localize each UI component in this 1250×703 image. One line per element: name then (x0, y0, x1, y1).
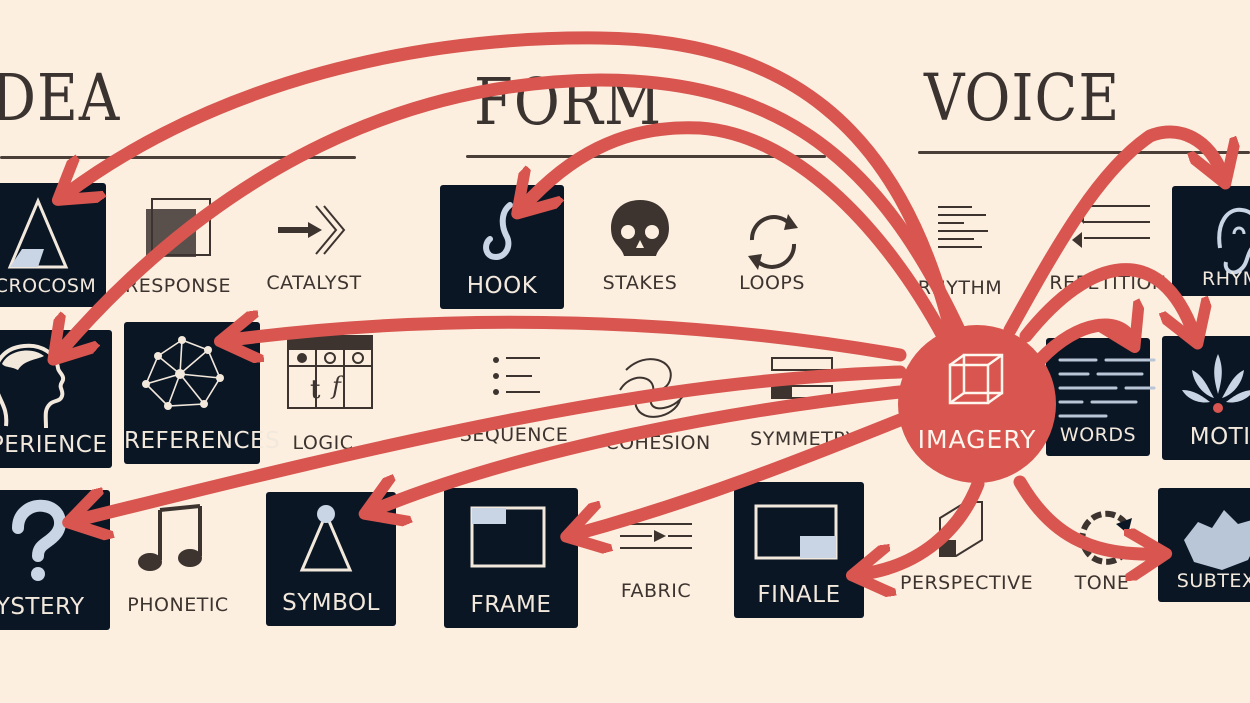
hub-label: IMAGERY (917, 425, 1037, 454)
fleur-icon (1182, 354, 1250, 413)
head-profile-icon (0, 343, 66, 429)
node-label: RHYTHM (917, 277, 1003, 299)
ear-icon (1217, 207, 1250, 275)
node-label: MICROCOSM (0, 275, 97, 297)
node-label: RHYME (1202, 268, 1250, 290)
cube-icon (948, 353, 1004, 405)
node-experience: EXPERIENCE (0, 330, 112, 468)
node-label: CATALYST (266, 272, 362, 294)
node-frame: FRAME (444, 488, 578, 628)
node-repetition: REPETITION (1046, 180, 1170, 304)
node-label: SUBTEXT (1176, 570, 1250, 592)
divider-voice (918, 151, 1250, 154)
node-label: WORDS (1059, 424, 1137, 446)
node-cohesion: COHESION (596, 340, 720, 464)
node-label: FINALE (757, 582, 841, 608)
node-loops: LOOPS (710, 180, 834, 304)
node-label: HOOK (466, 273, 538, 299)
heading-form: FORM (474, 65, 663, 140)
node-label: TONE (1074, 572, 1130, 594)
node-label: REPETITION (1049, 272, 1167, 294)
node-words: WORDS (1046, 338, 1156, 456)
node-subtext: SUBTEXT (1158, 488, 1250, 602)
iceberg-icon (1184, 510, 1250, 570)
node-label: SYMMETRY (750, 428, 858, 450)
node-label: SEQUENCE (459, 424, 569, 446)
node-label: RESPONSE (125, 275, 231, 297)
node-finale: FINALE (734, 482, 864, 618)
node-mystery: MYSTERY (0, 490, 110, 630)
node-label: MOTIF (1189, 424, 1250, 450)
node-label: COHESION (605, 432, 711, 454)
hub-imagery: IMAGERY (898, 325, 1056, 483)
node-catalyst: CATALYST (252, 180, 376, 304)
node-phonetic: PHONETIC (116, 496, 240, 620)
node-label: STAKES (602, 272, 678, 294)
node-stakes: STAKES (578, 180, 702, 304)
node-label: FRAME (470, 592, 552, 618)
divider-idea (0, 156, 356, 159)
question-icon (12, 499, 66, 581)
node-response: RESPONSE (116, 183, 240, 307)
node-label: PERSPECTIVE (900, 572, 1034, 594)
node-label: MYSTERY (0, 594, 85, 620)
node-label: PHONETIC (127, 594, 229, 616)
node-symbol: SYMBOL (266, 492, 396, 626)
node-rhythm: RHYTHM (898, 185, 1022, 309)
triangle-icon (7, 197, 69, 269)
node-label: REFERENCES (124, 428, 281, 454)
node-references: REFERENCES (124, 322, 281, 464)
node-label: LOGIC (292, 432, 354, 454)
node-label: SYMBOL (282, 590, 380, 616)
node-sequence: SEQUENCE (452, 340, 576, 464)
node-motif: MOTIF (1162, 336, 1250, 460)
node-tone: TONE (1040, 488, 1164, 612)
node-label: LOOPS (739, 272, 805, 294)
node-perspective: PERSPECTIVE (900, 488, 1034, 612)
node-rhyme: RHYME (1172, 186, 1250, 296)
svg-text:t: t (310, 375, 321, 405)
node-microcosm: MICROCOSM (0, 183, 106, 307)
heading-voice: VOICE (924, 61, 1121, 136)
node-symmetry: SYMMETRY (742, 342, 866, 466)
node-fabric: FABRIC (594, 494, 718, 618)
node-label: EXPERIENCE (0, 432, 108, 458)
heading-idea: IDEA (0, 61, 121, 136)
node-hook: HOOK (440, 185, 564, 309)
divider-form (466, 155, 826, 158)
node-label: FABRIC (620, 580, 692, 602)
